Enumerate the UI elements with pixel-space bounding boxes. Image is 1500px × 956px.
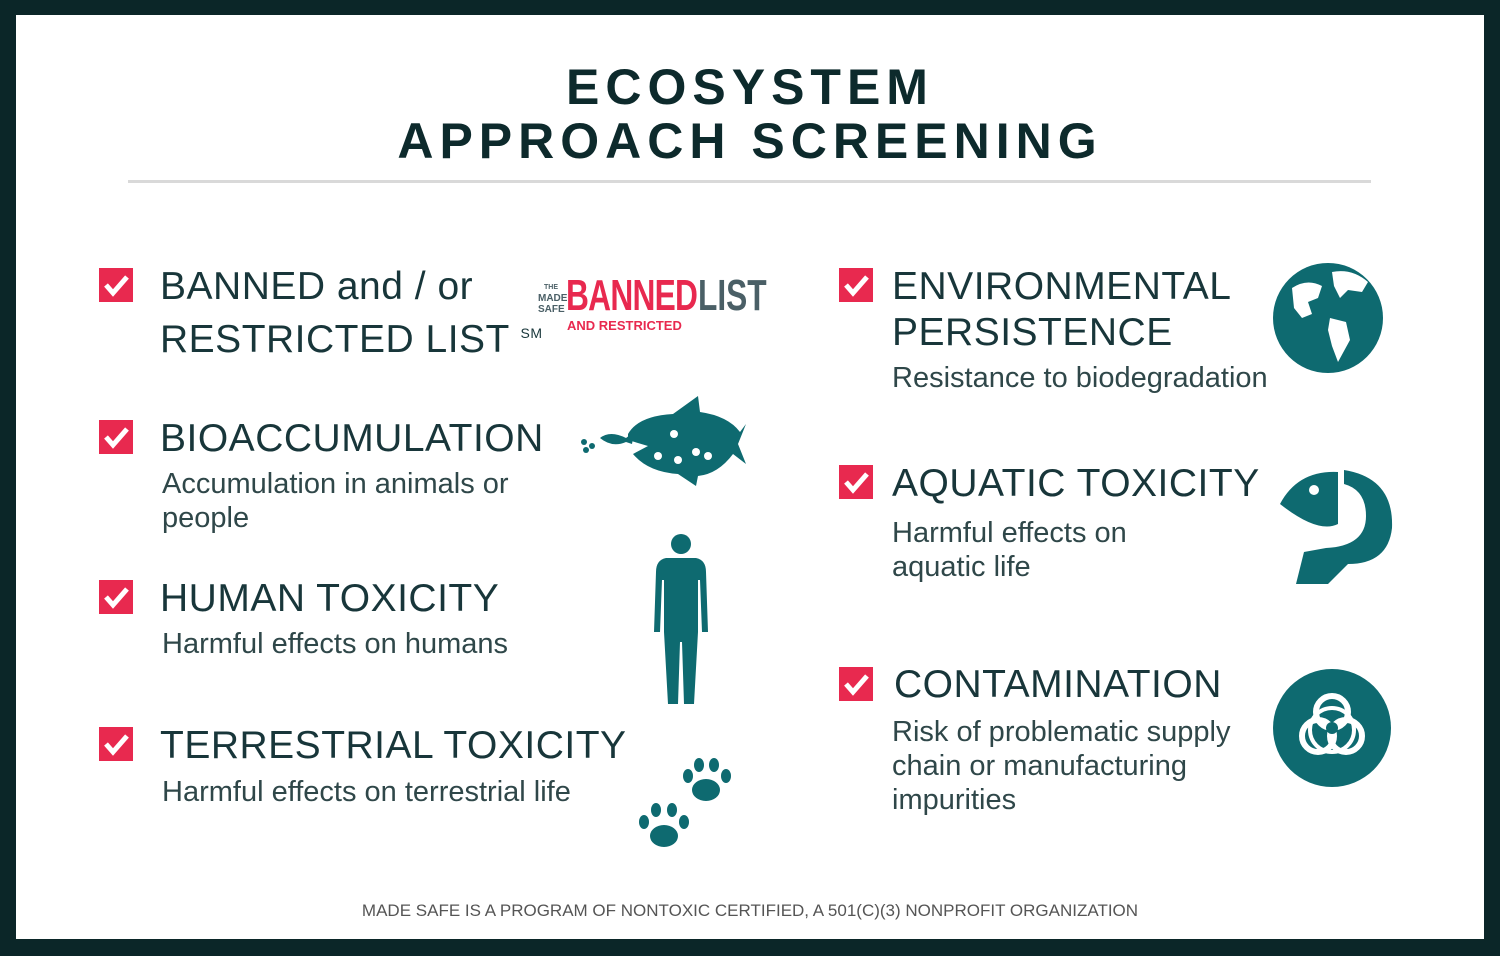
banned-list-logo: THE MADE SAFE BANNED LIST AND RESTRICTED: [538, 272, 768, 336]
terrestrial-toxicity-desc: Harmful effects on terrestrial life: [162, 776, 571, 808]
title-line-2: APPROACH SCREENING: [397, 113, 1103, 169]
contamination-desc-1: Risk of problematic supply: [892, 716, 1231, 748]
persistence-heading-1: ENVIRONMENTAL: [892, 265, 1232, 308]
human-toxicity-desc: Harmful effects on humans: [162, 628, 509, 660]
terrestrial-toxicity-heading: TERRESTRIAL TOXICITY: [160, 724, 627, 767]
contamination-heading: CONTAMINATION: [894, 663, 1222, 706]
globe-icon: [1273, 263, 1383, 373]
logo-safe: SAFE: [538, 304, 565, 315]
logo-list: LIST: [698, 271, 767, 320]
aquatic-toxicity-desc-2: aquatic life: [892, 551, 1031, 583]
paw-prints-icon: [639, 758, 731, 847]
fish-icon: [1280, 470, 1393, 584]
persistence-heading-2: PERSISTENCE: [892, 311, 1173, 354]
checkbox-icon: [839, 268, 873, 302]
contamination-desc-3: impurities: [892, 784, 1017, 816]
banned-heading-1: BANNED and / or: [160, 265, 474, 308]
checkbox-icon: [839, 667, 873, 701]
contamination-desc-2: chain or manufacturing: [892, 750, 1187, 782]
logo-the: THE: [544, 284, 558, 291]
logo-restricted: AND RESTRICTED: [567, 318, 682, 333]
banned-heading-2: RESTRICTED LIST SM: [160, 310, 543, 363]
persistence-desc: Resistance to biodegradation: [892, 362, 1268, 394]
divider: [128, 180, 1371, 183]
infographic-card: [16, 15, 1484, 939]
checkbox-icon: [99, 420, 133, 454]
service-mark: SM: [520, 325, 543, 341]
bioaccumulation-heading: BIOACCUMULATION: [160, 417, 544, 460]
logo-made: MADE: [538, 293, 568, 304]
banned-heading-2-text: RESTRICTED LIST: [160, 318, 510, 361]
logo-banned: BANNED: [566, 271, 698, 320]
biohazard-icon: [1273, 669, 1391, 787]
title-line-1: ECOSYSTEM: [566, 59, 934, 115]
checkbox-icon: [99, 268, 133, 302]
human-toxicity-heading: HUMAN TOXICITY: [160, 577, 500, 620]
checkbox-icon: [99, 580, 133, 614]
checkbox-icon: [99, 727, 133, 761]
fish-eating-fish-icon: [581, 396, 746, 486]
human-figure-icon: [654, 534, 708, 704]
bioaccumulation-desc-2: people: [162, 502, 250, 534]
bioaccumulation-desc-1: Accumulation in animals or: [162, 468, 509, 500]
aquatic-toxicity-desc-1: Harmful effects on: [892, 517, 1127, 549]
footer-note: MADE SAFE IS A PROGRAM OF NONTOXIC CERTI…: [361, 901, 1139, 920]
checkbox-icon: [839, 465, 873, 499]
aquatic-toxicity-heading: AQUATIC TOXICITY: [892, 462, 1260, 505]
